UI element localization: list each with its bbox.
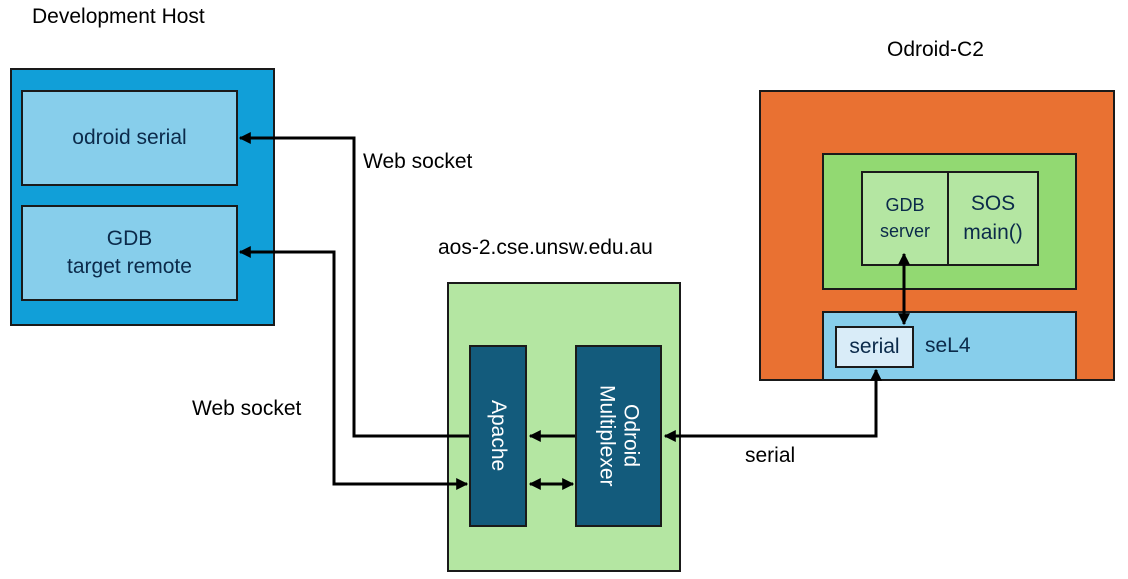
websocket-serial-line xyxy=(238,132,469,438)
gdb-server-line1: GDB xyxy=(885,195,925,216)
gdb-label: GDB xyxy=(106,226,153,250)
server-title: aos-2.cse.unsw.edu.au xyxy=(438,236,653,259)
apache-box: Apache xyxy=(469,345,527,527)
gdb-target-remote-box: GDB target remote xyxy=(21,205,238,301)
odroid-serial-box: odroid serial xyxy=(21,90,238,186)
websocket-top-label: Web socket xyxy=(363,150,473,173)
sel4-label: seL4 xyxy=(925,334,971,357)
websocket-gdb-line xyxy=(238,246,469,490)
serial-driver-box: serial xyxy=(835,326,914,368)
odroid-multiplexer-box: Odroid Multiplexer xyxy=(575,345,662,527)
serial-link-line xyxy=(663,368,882,442)
dev-host-title: Development Host xyxy=(32,5,205,28)
apache-label: Apache xyxy=(487,400,511,472)
odroid-title: Odroid-C2 xyxy=(887,38,984,61)
serial-link-label: serial xyxy=(745,444,796,467)
target-remote-label: target remote xyxy=(67,255,192,278)
odroid-serial-label: odroid serial xyxy=(72,126,187,149)
sos-label: SOS xyxy=(970,192,1016,216)
serial-driver-label: serial xyxy=(849,335,900,358)
odroid-multiplexer-label: Odroid Multiplexer xyxy=(594,385,643,487)
odroid-label: Odroid xyxy=(619,404,643,468)
gdb-server-line2: server xyxy=(879,220,930,241)
main-label: main() xyxy=(963,220,1023,244)
sos-main-box: SOS main() xyxy=(947,171,1039,266)
multiplexer-label: Multiplexer xyxy=(595,385,619,487)
